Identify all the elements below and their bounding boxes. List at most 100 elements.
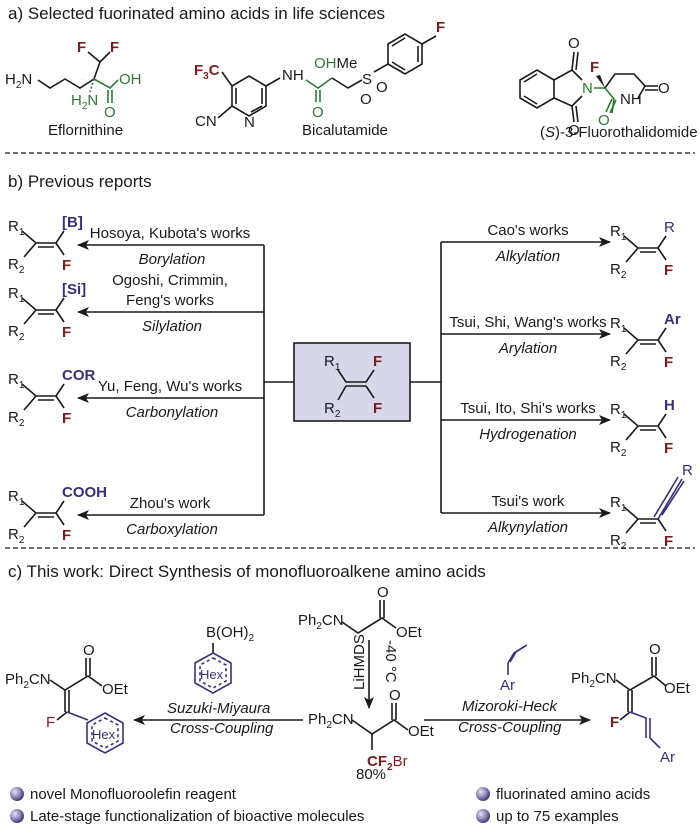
- lp-hex-label: Hex: [92, 727, 116, 742]
- section-c-heading: c) This work: Direct Synthesis of monofl…: [8, 562, 486, 581]
- start-ph2cn: Ph2CN: [298, 612, 344, 632]
- boronic-acid-label: B(OH)2: [206, 624, 255, 644]
- product-group: R: [664, 219, 675, 236]
- bullet-icon: [476, 809, 490, 823]
- atom-h2n-left: H2N: [5, 71, 32, 91]
- lp-f: F: [46, 714, 55, 731]
- product-group: H: [664, 397, 675, 414]
- atom-o-top: O: [568, 35, 580, 52]
- product-r1: R1: [8, 285, 25, 305]
- product-group: COOH: [62, 484, 107, 501]
- product-r1: R1: [8, 371, 25, 391]
- product-group: Ar: [664, 311, 681, 328]
- atom-ohme: OHMe: [314, 55, 357, 72]
- branch-authors: Tsui's work: [492, 493, 565, 510]
- product-r2: R2: [610, 261, 627, 281]
- product-group: [B]: [62, 214, 83, 231]
- compound-name-bicalutamide: Bicalutamide: [302, 122, 388, 139]
- branch-reaction: Alkylation: [495, 248, 560, 265]
- center-f1: F: [373, 353, 382, 370]
- highlights-list: novel Monofluoroolefin reagent Late-stag…: [10, 786, 650, 825]
- lp-ph2cn: Ph2CN: [5, 671, 51, 691]
- branch-reaction: Silylation: [142, 318, 202, 335]
- suzuki-name: Suzuki-Miyaura: [167, 700, 270, 717]
- atom-cn: CN: [195, 113, 217, 130]
- product-group: COR: [62, 367, 96, 384]
- hex-ring-label: Hex: [200, 667, 224, 682]
- int-ph2cn: Ph2CN: [308, 711, 354, 731]
- fluorothalidomide-structure: O O N O NH O F (S)-3-Fluorothalidomide: [519, 35, 698, 141]
- branch-authors: Zhou's work: [130, 495, 211, 512]
- highlight-item: fluorinated amino acids: [496, 786, 650, 803]
- rp-f: F: [610, 714, 619, 731]
- branch-authors: Cao's works: [487, 222, 568, 239]
- product-f: F: [62, 410, 71, 427]
- product-r1: R1: [610, 223, 627, 243]
- rp-ph2cn: Ph2CN: [571, 670, 617, 690]
- highlight-item: Late-stage functionalization of bioactiv…: [30, 808, 364, 825]
- bullet-icon: [10, 787, 24, 801]
- atom-f3c: F3C: [194, 62, 220, 82]
- product-f: F: [62, 257, 71, 274]
- product-f: F: [664, 262, 673, 279]
- styrene-ar: Ar: [500, 677, 515, 694]
- atom-o-green: O: [598, 112, 610, 129]
- atom-f2: F: [110, 39, 119, 56]
- branch-authors: Feng's works: [126, 292, 214, 309]
- product-r1: R1: [610, 401, 627, 421]
- heck-name: Mizoroki-Heck: [462, 698, 559, 715]
- atom-f: F: [590, 59, 599, 76]
- glycine-imine-ester: Ph2CN O OEt: [298, 584, 423, 641]
- lp-oet: OEt: [102, 681, 129, 698]
- eflornithine-structure: H2N F F OH O H2N Eflornithine: [5, 39, 142, 139]
- cf2br-intermediate: Ph2CN O OEt CF2Br 80%: [308, 687, 435, 783]
- atom-h2n-green: H2N: [71, 92, 98, 112]
- branch-authors: Hosoya, Kubota's works: [90, 225, 250, 242]
- product-r2: R2: [610, 532, 627, 552]
- atom-so-o1: O: [376, 79, 388, 96]
- atom-f1: F: [77, 39, 86, 56]
- product-r2: R2: [8, 409, 25, 429]
- section-b-heading: b) Previous reports: [8, 172, 152, 191]
- atom-f: F: [436, 19, 445, 36]
- branch-authors: Ogoshi, Crimmin,: [112, 272, 228, 289]
- product-r2: R2: [8, 526, 25, 546]
- bullet-icon: [10, 809, 24, 823]
- product-r2: R2: [610, 439, 627, 459]
- lp-o: O: [83, 642, 95, 659]
- bicalutamide-structure: F3C CN N NH O OHMe S O O F Bicalutamide: [194, 19, 445, 139]
- start-oet: OEt: [396, 624, 423, 641]
- styrene-reagent: Ar: [500, 644, 528, 694]
- aryl-fluoroalkene-product: Ph2CN O OEt F Hex: [5, 642, 129, 754]
- highlight-item: novel Monofluoroolefin reagent: [30, 786, 237, 803]
- atom-n: N: [582, 80, 593, 97]
- product-f: F: [664, 354, 673, 371]
- branch-reaction: Hydrogenation: [479, 426, 577, 443]
- center-f2: F: [373, 400, 382, 417]
- branch-reaction: Carboxylation: [126, 521, 218, 538]
- start-o: O: [377, 584, 389, 601]
- product-f: F: [664, 533, 673, 550]
- atom-n-pyridine: N: [244, 114, 255, 131]
- highlight-item: up to 75 examples: [496, 808, 619, 825]
- dienyl-fluoroalkene-product: Ph2CN O OEt F Ar: [571, 641, 691, 766]
- int-oet: OEt: [408, 723, 435, 740]
- product-f: F: [664, 440, 673, 457]
- condition-reagent: LiHMDS: [351, 634, 368, 690]
- product-group: [Si]: [62, 281, 86, 298]
- branch-authors: Tsui, Ito, Shi's works: [460, 400, 595, 417]
- branch-reaction: Carbonylation: [126, 404, 219, 421]
- product-r1: R1: [8, 488, 25, 508]
- section-a-heading: a) Selected fuorinated amino acids in li…: [8, 4, 385, 23]
- atom-nh: NH: [620, 91, 642, 108]
- int-o: O: [389, 687, 401, 704]
- boronic-acid-reagent: B(OH)2 Hex: [194, 624, 255, 694]
- branch-reaction: Arylation: [498, 340, 557, 357]
- bullet-icon: [476, 787, 490, 801]
